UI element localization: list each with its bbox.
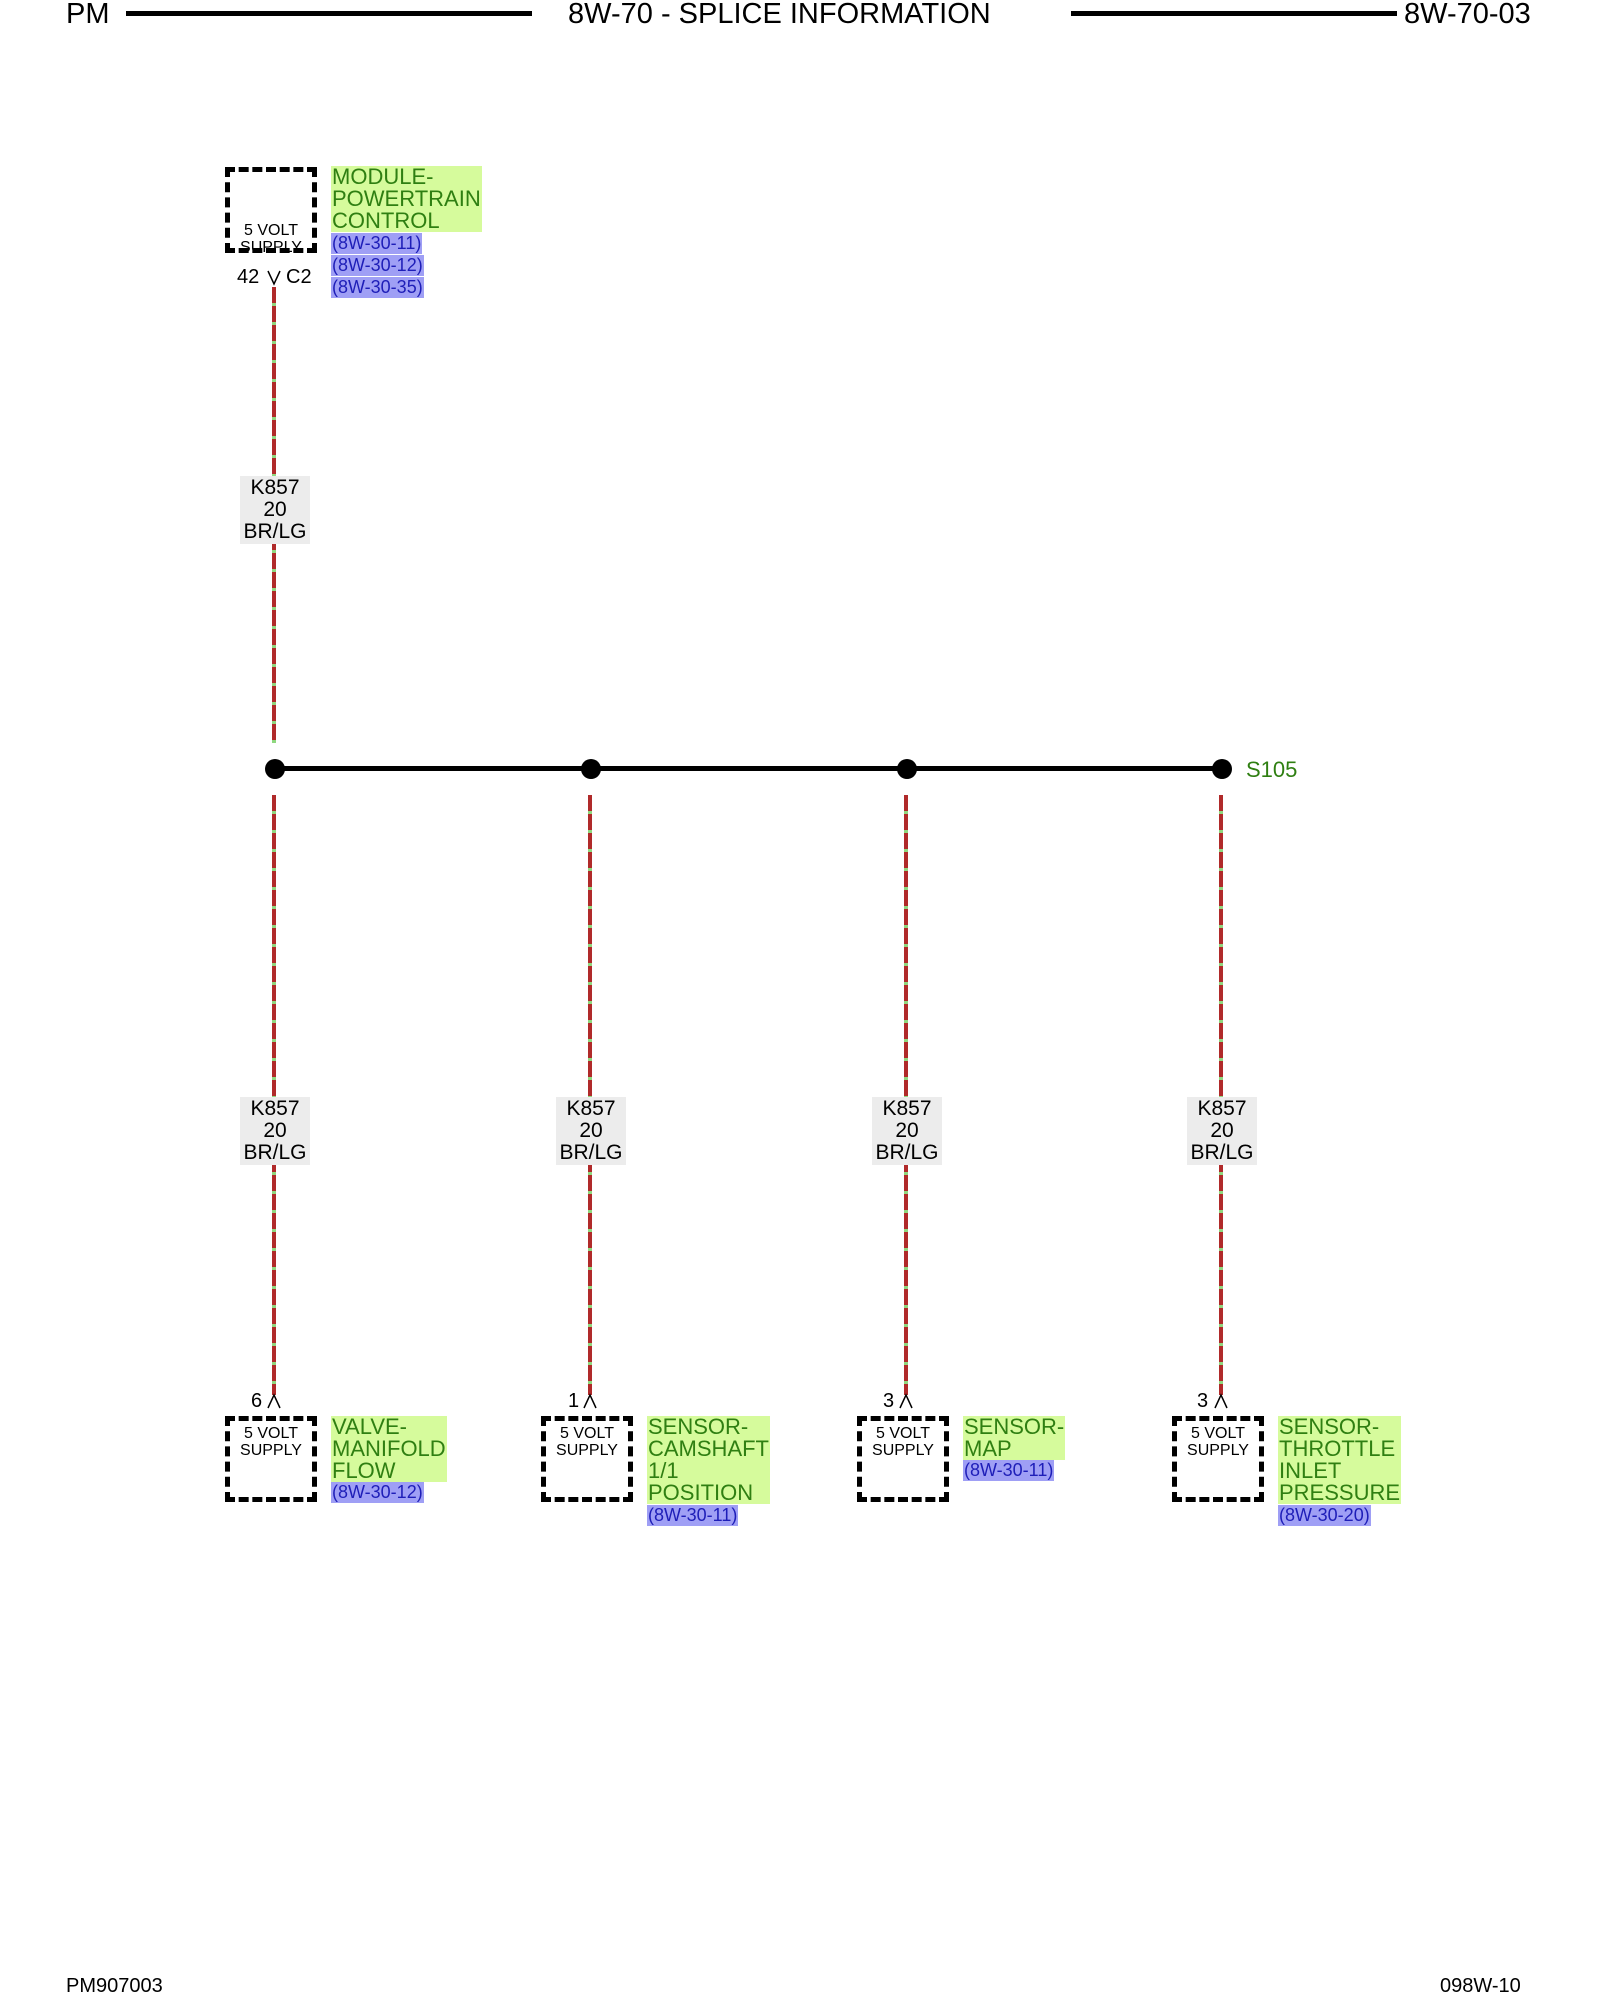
throttle-sensor-component-name[interactable]: SENSOR- THROTTLE INLET PRESSURE bbox=[1278, 1414, 1402, 1505]
header-left-code: PM bbox=[66, 0, 110, 30]
valve-manifold-component-name[interactable]: VALVE- MANIFOLD FLOW bbox=[331, 1414, 447, 1483]
pcm-component-name[interactable]: MODULE- POWERTRAIN CONTROL bbox=[331, 164, 482, 233]
pcm-supply-label: 5 VOLT SUPPLY bbox=[240, 222, 302, 256]
splice-node-4 bbox=[1212, 759, 1232, 779]
camshaft-sensor-pin-male-icon bbox=[583, 1393, 597, 1409]
splice-node-3 bbox=[897, 759, 917, 779]
valve-manifold-pin-male-icon bbox=[267, 1393, 281, 1409]
wire-label-pcm: K857 20 BR/LG bbox=[240, 476, 310, 544]
camshaft-sensor-component-name[interactable]: SENSOR- CAMSHAFT 1/1 POSITION bbox=[647, 1414, 770, 1505]
pcm-pin-female-icon bbox=[267, 270, 281, 286]
throttle-sensor-pin: 3 bbox=[1197, 1390, 1209, 1412]
header-rule-left bbox=[126, 11, 532, 16]
valve-manifold-ref-link[interactable]: (8W-30-12) bbox=[331, 1482, 424, 1503]
wire-k857-branch-1[interactable] bbox=[272, 795, 276, 1395]
pcm-ref-link-2[interactable]: (8W-30-12) bbox=[331, 255, 424, 276]
footer-page-code: 098W-10 bbox=[1440, 1975, 1521, 1997]
throttle-sensor-pin-male-icon bbox=[1214, 1393, 1228, 1409]
splice-bus bbox=[275, 766, 1221, 771]
splice-id-label[interactable]: S105 bbox=[1246, 757, 1298, 782]
map-sensor-component-name[interactable]: SENSOR- MAP bbox=[963, 1414, 1066, 1461]
wire-k857-branch-4[interactable] bbox=[1219, 795, 1223, 1395]
pcm-connector-id: C2 bbox=[286, 266, 312, 288]
splice-node-1 bbox=[265, 759, 285, 779]
pcm-pin-number: 42 bbox=[237, 266, 260, 288]
camshaft-sensor-pin: 1 bbox=[568, 1390, 580, 1412]
header-page-number: 8W-70-03 bbox=[1404, 0, 1531, 30]
valve-manifold-pin: 6 bbox=[251, 1390, 263, 1412]
camshaft-sensor-ref-link[interactable]: (8W-30-11) bbox=[647, 1505, 739, 1526]
throttle-sensor-ref-link[interactable]: (8W-30-20) bbox=[1278, 1505, 1371, 1526]
splice-node-2 bbox=[581, 759, 601, 779]
header-title: 8W-70 - SPLICE INFORMATION bbox=[568, 0, 991, 30]
map-sensor-pin-male-icon bbox=[899, 1393, 913, 1409]
pcm-ref-link-3[interactable]: (8W-30-35) bbox=[331, 277, 424, 298]
wire-k857-branch-2[interactable] bbox=[588, 795, 592, 1395]
map-sensor-ref-link[interactable]: (8W-30-11) bbox=[963, 1460, 1055, 1481]
footer-document-code: PM907003 bbox=[66, 1975, 163, 1997]
map-sensor-pin: 3 bbox=[883, 1390, 895, 1412]
wire-k857-branch-3[interactable] bbox=[904, 795, 908, 1395]
pcm-ref-link-1[interactable]: (8W-30-11) bbox=[331, 233, 423, 254]
pcm-connector-box[interactable]: 5 VOLT SUPPLY bbox=[225, 167, 317, 256]
header-rule-right bbox=[1071, 11, 1397, 16]
